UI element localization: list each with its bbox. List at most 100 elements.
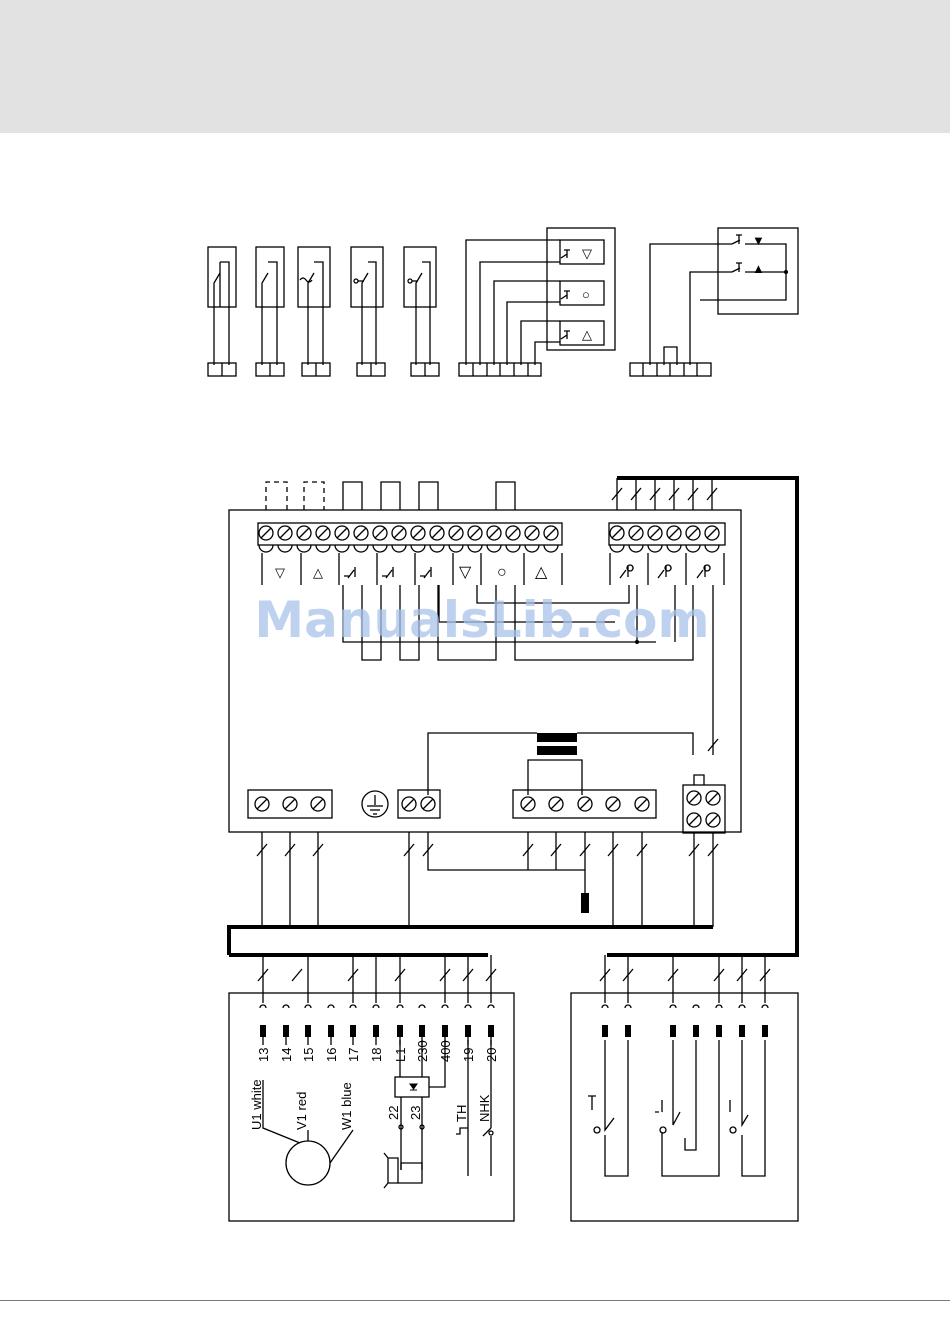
terminal-screw <box>549 797 563 811</box>
terminal-block <box>762 1025 768 1037</box>
term-23-label: 23 <box>408 1106 423 1120</box>
terminal-hook <box>373 1005 379 1008</box>
up-big-symbol: △ <box>535 564 548 581</box>
terminal-hook <box>283 1005 289 1008</box>
terminal-block <box>442 1025 448 1037</box>
wire-marker <box>292 969 302 981</box>
terminal-block <box>373 1025 379 1037</box>
up-symbol: △ <box>313 565 323 580</box>
terminal-screw <box>392 526 406 540</box>
terminal-block <box>488 1025 494 1037</box>
up-filled-symbol: ▲ <box>752 261 765 276</box>
lower-terminal-strips <box>248 785 725 833</box>
watermark: ManualsLib.com <box>254 591 709 649</box>
terminal-hook <box>488 1005 494 1008</box>
winding-w1: W1 blue <box>339 1082 354 1130</box>
terminal-hook <box>693 1005 699 1008</box>
terminal-screw <box>629 526 643 540</box>
terminal-screw <box>283 797 297 811</box>
down-filled-symbol: ▼ <box>752 233 765 248</box>
terminal-screw <box>667 526 681 540</box>
transformer <box>428 733 704 795</box>
terminal-screw <box>278 526 292 540</box>
top-switch-row: ▽ ○ △ ▼ ▲ <box>208 228 798 376</box>
function-symbols: ▽ △ ▽ ○ △ <box>262 553 724 585</box>
terminal-screw <box>706 813 720 827</box>
switch-box-5 <box>404 247 439 376</box>
terminal-block <box>328 1025 334 1037</box>
upper-terminal-strip <box>258 523 562 552</box>
terminal-screw <box>354 526 368 540</box>
terminal-block <box>670 1025 676 1037</box>
switch-box-4 <box>351 247 385 376</box>
terminal-block <box>397 1025 403 1037</box>
switch-box-2 <box>256 247 284 376</box>
contact-th: TH <box>454 1105 469 1122</box>
terminal-block <box>716 1025 722 1037</box>
limit-switch-box <box>571 993 798 1221</box>
cables <box>229 478 797 1003</box>
terminal-screw <box>335 526 349 540</box>
down-symbol: ▽ <box>275 565 285 580</box>
two-button-station: ▼ ▲ <box>630 228 798 376</box>
terminal-number: 17 <box>346 1048 361 1062</box>
winding-u1: U1 white <box>249 1079 264 1130</box>
switch-box-3 <box>298 247 330 376</box>
terminal-block <box>350 1025 356 1037</box>
terminal-screw <box>421 797 435 811</box>
terminal-hook <box>397 1005 403 1008</box>
terminal-block <box>625 1025 631 1037</box>
term-22-label: 22 <box>386 1106 401 1120</box>
terminal-screw <box>606 797 620 811</box>
terminal-block <box>305 1025 311 1037</box>
terminal-number: 14 <box>279 1048 294 1062</box>
terminal-screw <box>373 526 387 540</box>
terminal-hook <box>442 1005 448 1008</box>
motor-icon <box>286 1141 330 1185</box>
stop-symbol: ○ <box>582 287 590 302</box>
terminal-block <box>465 1025 471 1037</box>
terminal-screw <box>578 797 592 811</box>
switch-box-1 <box>208 247 236 376</box>
terminal-hook <box>465 1005 471 1008</box>
down-big-symbol: ▽ <box>459 564 472 581</box>
contact-nhk: NHK <box>477 1094 492 1122</box>
terminal-hook <box>625 1005 631 1008</box>
terminal-screw <box>487 526 501 540</box>
terminal-hook <box>602 1005 608 1008</box>
terminal-screw <box>259 526 273 540</box>
terminal-hook <box>350 1005 356 1008</box>
terminal-number: 13 <box>256 1048 271 1062</box>
terminal-hook <box>670 1005 676 1008</box>
terminal-screw <box>255 797 269 811</box>
terminal-hook <box>260 1005 266 1008</box>
jumper-links <box>266 482 515 510</box>
stop-down-symbol: ▽ <box>582 246 592 261</box>
terminal-screw <box>687 813 701 827</box>
terminal-screw <box>635 797 649 811</box>
terminal-hook <box>739 1005 745 1008</box>
terminal-number: 16 <box>324 1048 339 1062</box>
terminal-screw <box>706 791 720 805</box>
terminal-screw <box>705 526 719 540</box>
terminal-screw <box>311 797 325 811</box>
terminal-screw <box>610 526 624 540</box>
terminal-screw <box>525 526 539 540</box>
terminal-hook <box>305 1005 311 1008</box>
terminal-hook <box>419 1005 425 1008</box>
terminal-screw <box>297 526 311 540</box>
terminal-hook <box>328 1005 334 1008</box>
terminal-block <box>419 1025 425 1037</box>
terminal-block <box>739 1025 745 1037</box>
right-terminal-strip <box>609 523 725 552</box>
terminal-hook <box>716 1005 722 1008</box>
winding-v1: V1 red <box>294 1092 309 1130</box>
terminal-screw <box>687 791 701 805</box>
terminal-block <box>260 1025 266 1037</box>
terminal-screw <box>411 526 425 540</box>
terminal-screw <box>648 526 662 540</box>
terminal-screw <box>686 526 700 540</box>
terminal-screw <box>468 526 482 540</box>
